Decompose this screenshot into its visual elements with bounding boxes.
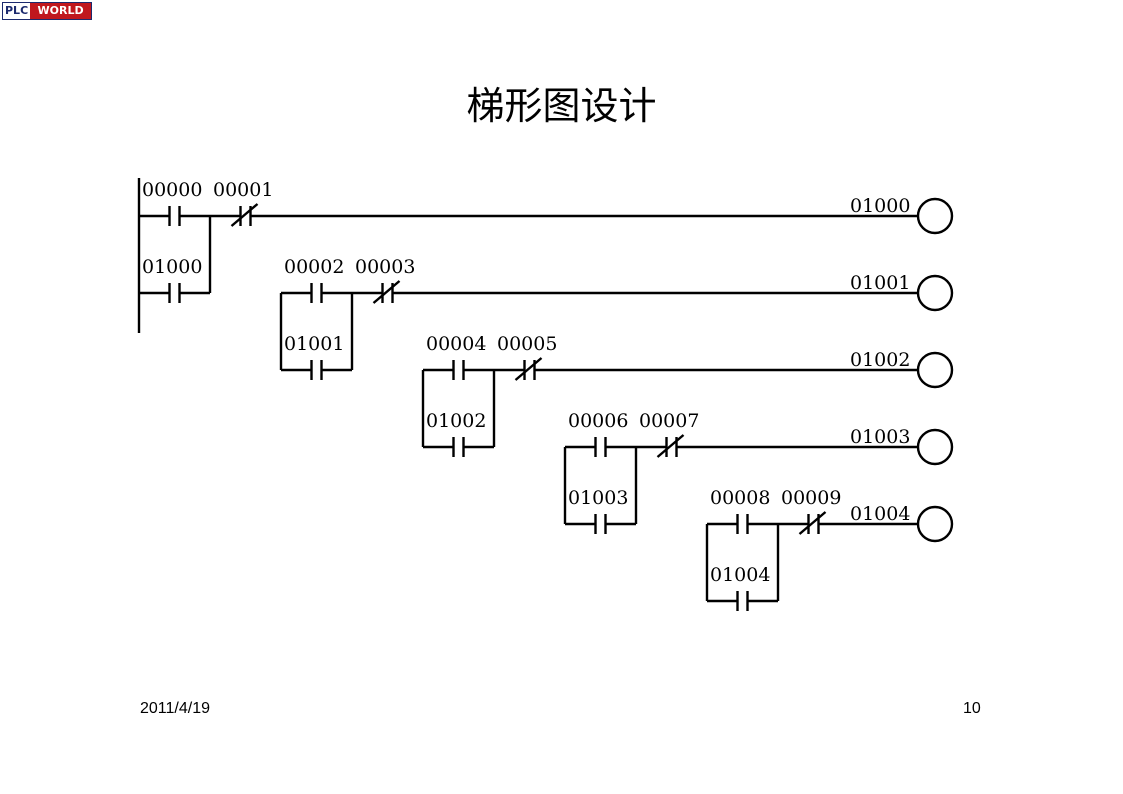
rung-3-contact-nc-slash: [514, 357, 543, 381]
logo-part-world: WORLD: [30, 3, 91, 19]
rung-5-seal-label: 01004: [710, 564, 770, 586]
logo-part-plc: PLC: [3, 3, 31, 19]
rung-1-contact-no-label: 00000: [142, 179, 202, 201]
rung-1-coil-label: 01000: [850, 195, 910, 217]
rung-5-contact-nc-slash: [798, 511, 827, 535]
rung-2-contact-nc-label: 00003: [355, 256, 415, 278]
rung-3-contact-no-label: 00004: [426, 333, 486, 355]
rung-1-contact-nc-label: 00001: [213, 179, 273, 201]
rung-4-contact-no-label: 00006: [568, 410, 628, 432]
rung-5-contact-nc-label: 00009: [781, 487, 841, 509]
rung-5-contact-no-label: 00008: [710, 487, 770, 509]
rung-3-contact-nc-label: 00005: [497, 333, 557, 355]
rung-4-coil-label: 01003: [850, 426, 910, 448]
rung-2-contact-nc-slash: [372, 280, 401, 304]
rung-2-seal-label: 01001: [284, 333, 344, 355]
rung-1-seal-label: 01000: [142, 256, 202, 278]
rung-2-contact-no-label: 00002: [284, 256, 344, 278]
rung-1-coil: [916, 197, 954, 235]
slide-title: 梯形图设计: [466, 84, 657, 128]
rung-5-coil-label: 01004: [850, 503, 910, 525]
rung-3-seal-label: 01002: [426, 410, 486, 432]
rung-4-contact-nc-label: 00007: [639, 410, 699, 432]
rung-3-coil-label: 01002: [850, 349, 910, 371]
rung-5-coil: [916, 505, 954, 543]
rung-1-contact-nc-slash: [230, 203, 259, 227]
rung-2-coil: [916, 274, 954, 312]
rung-4-contact-nc-slash: [656, 434, 685, 458]
plc-world-logo: PLC WORLD: [2, 2, 92, 20]
footer-date: 2011/4/19: [140, 700, 210, 717]
rung-4-coil: [916, 428, 954, 466]
rung-2-coil-label: 01001: [850, 272, 910, 294]
rung-4-seal-label: 01003: [568, 487, 628, 509]
page-number: 10: [963, 700, 981, 717]
rung-3-coil: [916, 351, 954, 389]
